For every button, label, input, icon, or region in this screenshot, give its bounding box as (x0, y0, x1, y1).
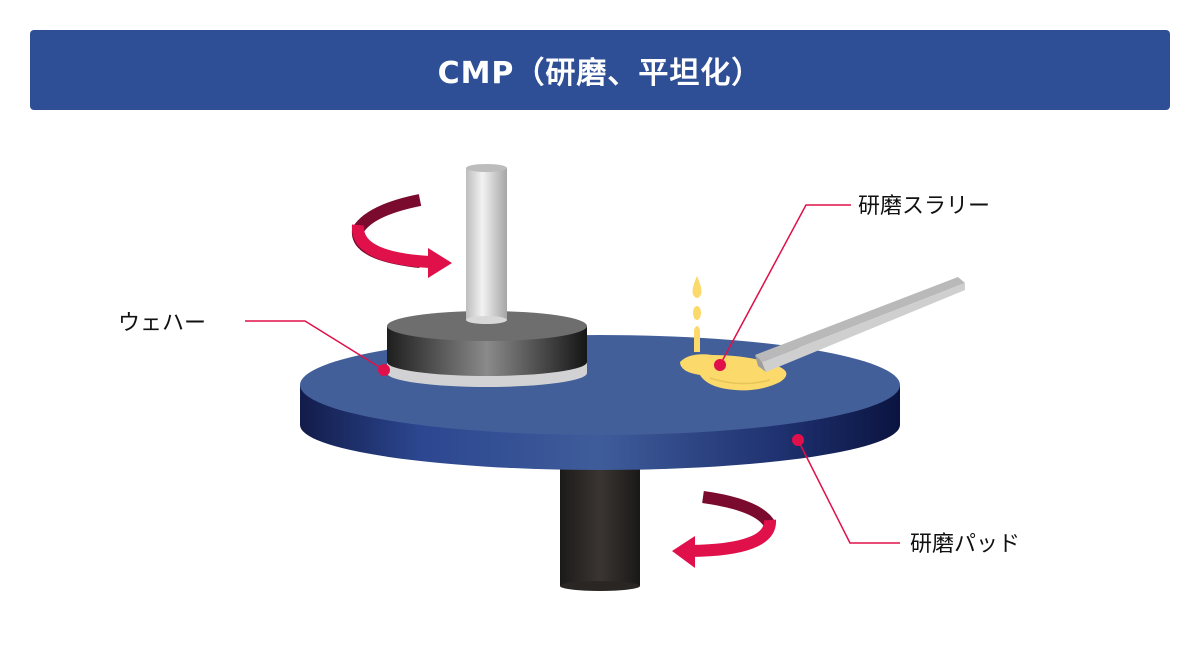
slurry (680, 276, 787, 391)
label-pad: 研磨パッド (910, 532, 1020, 557)
carrier-rotation-arrow-icon (351, 194, 452, 278)
label-slurry: 研磨スラリー (858, 194, 990, 219)
carrier-shaft (466, 164, 507, 324)
platen-rotation-arrow-icon (672, 491, 776, 568)
label-wafer: ウェハー (118, 311, 206, 336)
title-bar: CMP（研磨、平坦化） (30, 30, 1170, 110)
callout-slurry: 研磨スラリー (714, 194, 990, 371)
slurry-nozzle-arm (755, 277, 965, 372)
page-title: CMP（研磨、平坦化） (437, 56, 763, 91)
callout-wafer: ウェハー (118, 311, 390, 376)
callout-pad: 研磨パッド (792, 434, 1020, 557)
wafer-carrier (387, 311, 587, 387)
